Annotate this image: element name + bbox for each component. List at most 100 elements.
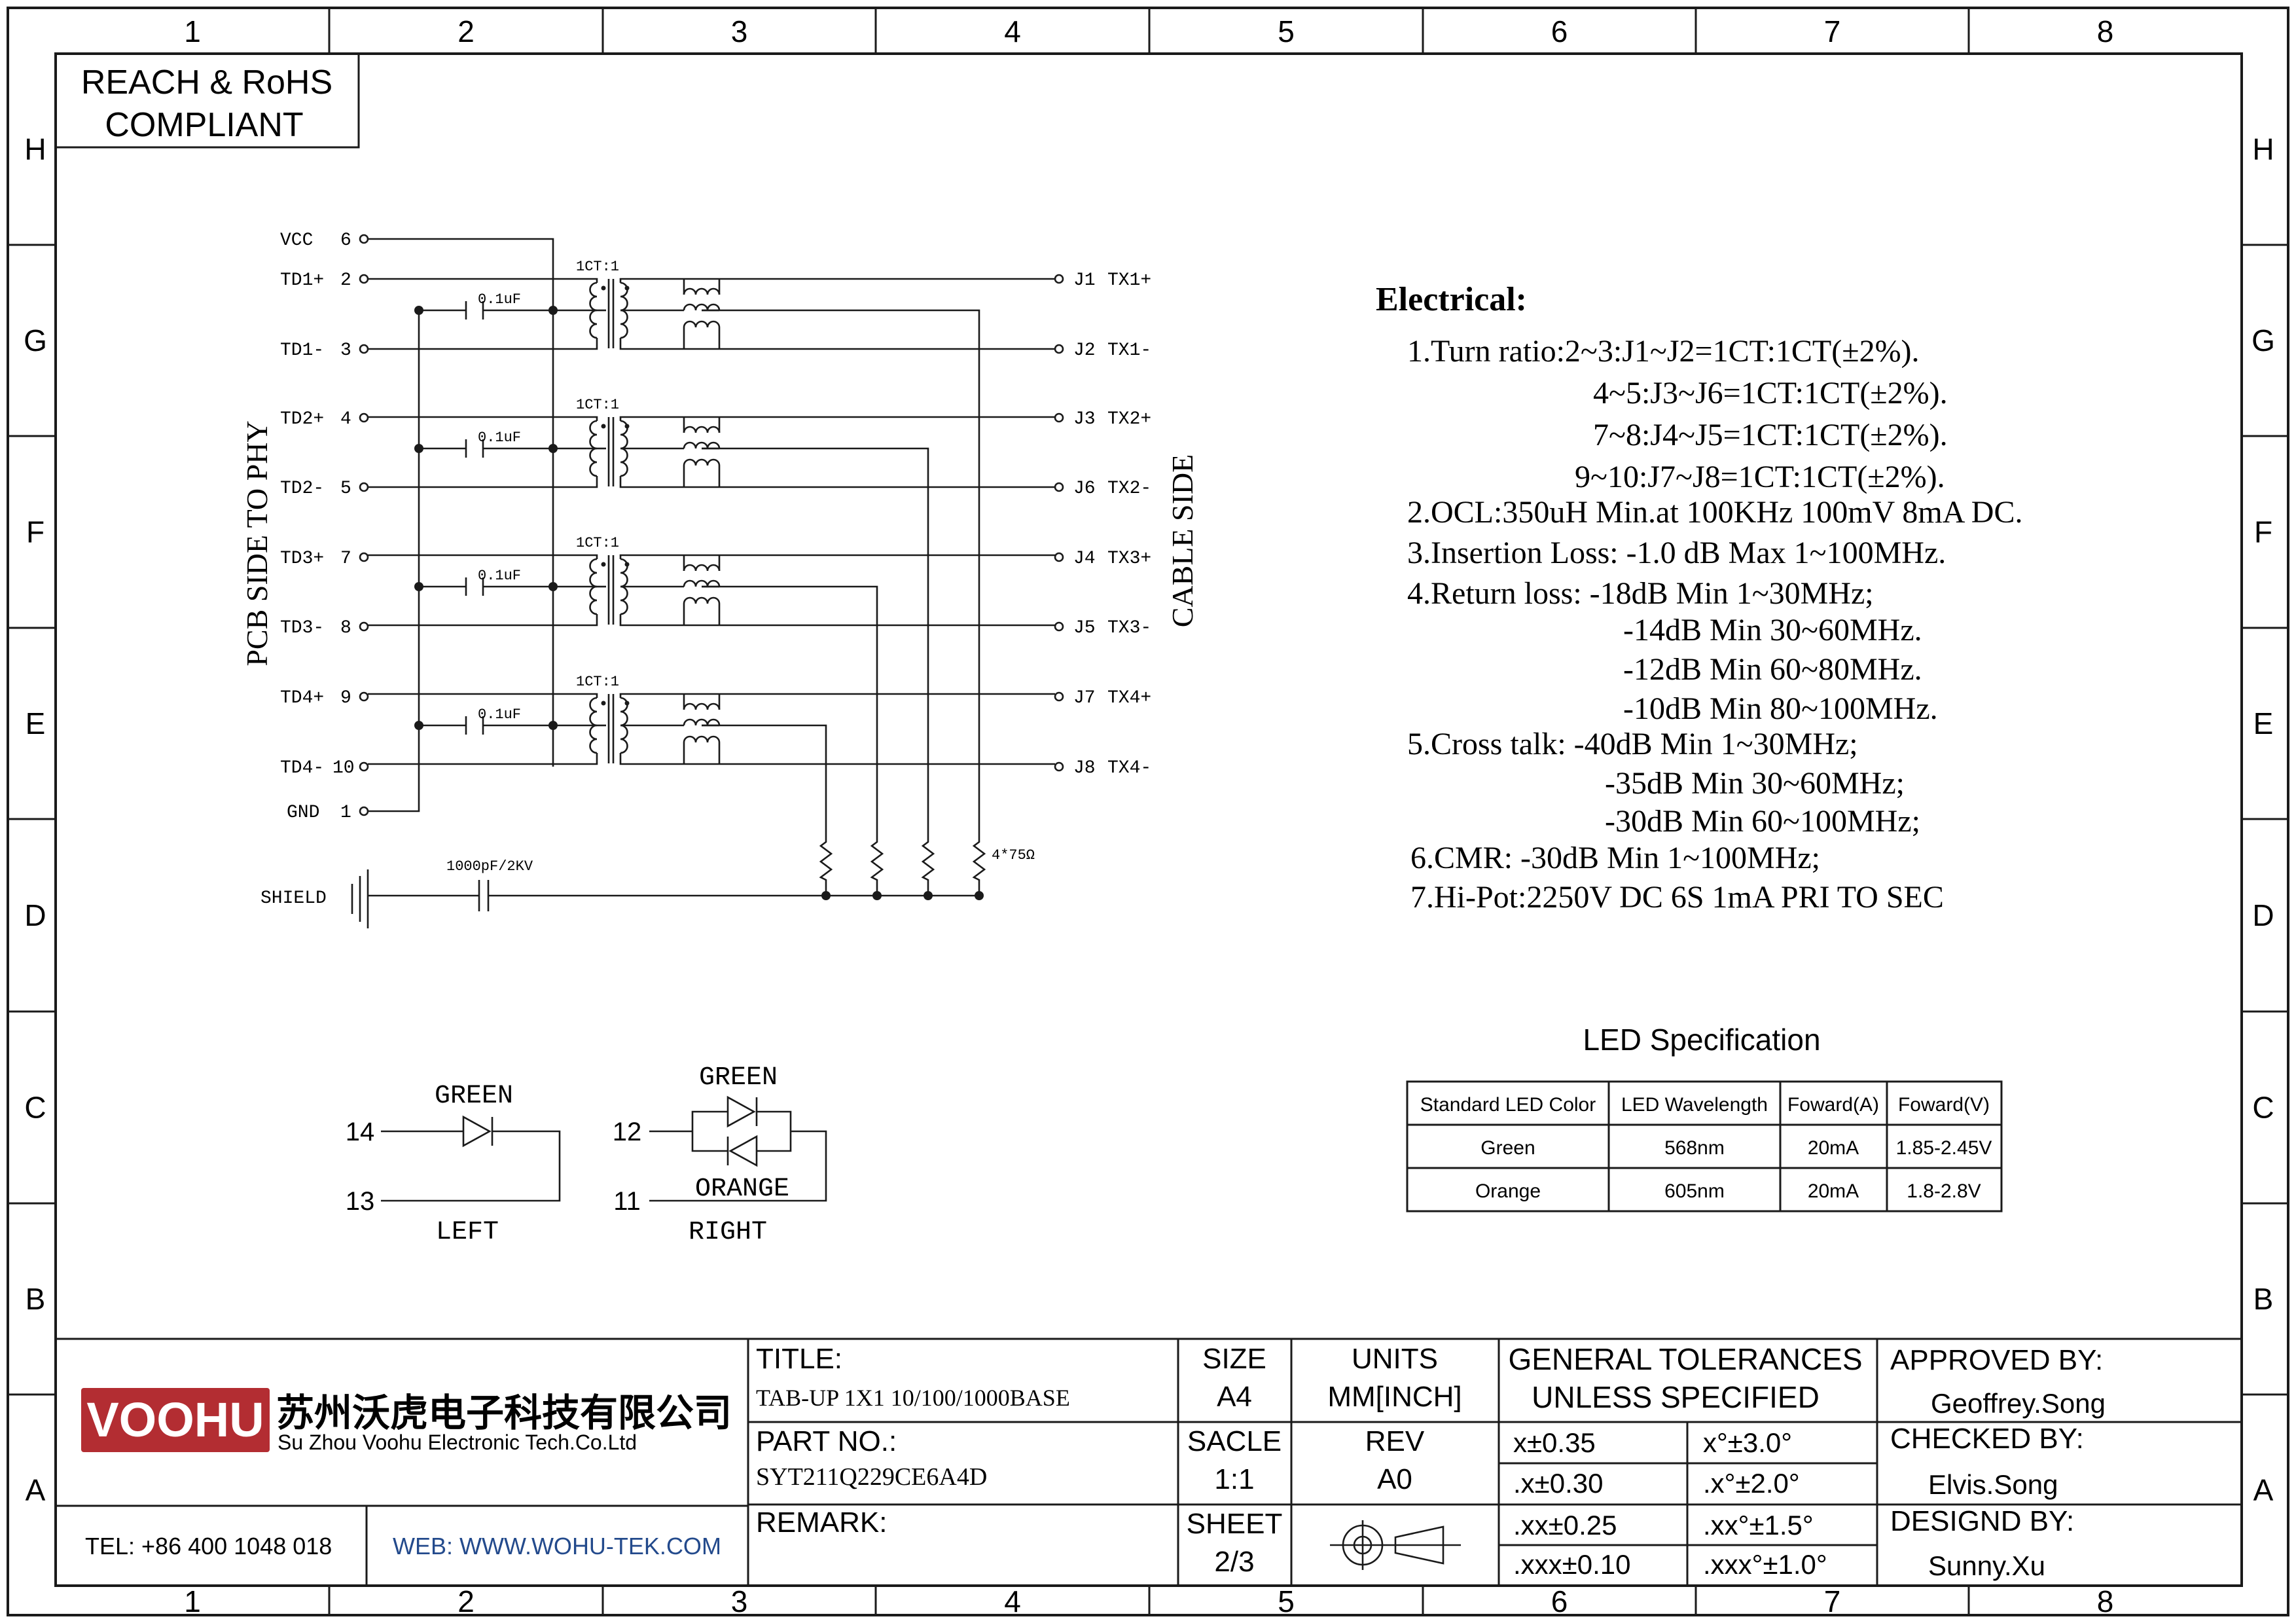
company-name-cn: 苏州沃虎电子科技有限公司 [276, 1392, 732, 1434]
pin-td1n-num: 3 [340, 340, 351, 361]
led-right-side: RIGHT [689, 1218, 767, 1247]
remark-label: REMARK: [756, 1506, 887, 1539]
tel-text: TEL: +86 400 1048 018 [85, 1533, 332, 1559]
logo-text: VOOHU [86, 1393, 264, 1447]
channel-3 [368, 554, 1055, 627]
spec-line-12: -35dB Min 30~60MHz; [1605, 766, 1905, 801]
frame-row-label-right: F [2254, 515, 2272, 549]
checked-value: Elvis.Song [1928, 1469, 2058, 1500]
compliance-line-1: REACH & RoHS [81, 64, 332, 101]
pin-j8-name: J8 [1073, 758, 1096, 778]
frame-col-label-top: 2 [457, 14, 475, 48]
pin-j1-sig: TX1+ [1107, 270, 1151, 291]
spec-line-6: 3.Insertion Loss: -1.0 dB Max 1~100MHz. [1407, 536, 1946, 570]
pin-j4-name: J4 [1073, 549, 1096, 569]
frame-col-label-top: 5 [1278, 14, 1295, 48]
frame-row-label-left: D [24, 898, 46, 932]
pin-j4-sig: TX3+ [1107, 549, 1151, 569]
frame-col-label-bottom: 6 [1551, 1584, 1568, 1618]
led-row-2-color: Orange [1475, 1180, 1541, 1202]
pin-gnd-num: 1 [340, 803, 351, 823]
electrical-title: Electrical: [1376, 281, 1527, 318]
shield-circuit: SHIELD 1000pF/2KV [260, 858, 826, 928]
frame-zone-ticks [8, 8, 2288, 1615]
company-name-en: Su Zhou Voohu Electronic Tech.Co.Ltd [278, 1431, 637, 1454]
company-logo: VOOHU [81, 1388, 270, 1452]
projection-symbol-icon [1330, 1520, 1461, 1570]
pin-td3p-num: 7 [340, 549, 351, 569]
pin-j3-sig: TX2+ [1107, 409, 1151, 429]
sheet-value: 2/3 [1214, 1546, 1254, 1578]
size-value: A4 [1217, 1381, 1252, 1413]
pin-td2n-name: TD2- [280, 479, 324, 499]
pin-j1-name: J1 [1073, 270, 1096, 291]
frame-col-label-top: 6 [1551, 14, 1568, 48]
spec-line-7: 4.Return loss: -18dB Min 1~30MHz; [1407, 576, 1874, 611]
cap-label-3: 0.1uF [478, 568, 521, 584]
title-block: VOOHU 苏州沃虎电子科技有限公司 Su Zhou Voohu Electro… [56, 1338, 2242, 1586]
frame-col-label-top: 1 [184, 14, 201, 48]
channel-2 [368, 416, 1055, 488]
frame-row-label-right: E [2253, 706, 2274, 740]
size-label: SIZE [1202, 1343, 1266, 1375]
part-value: SYT211Q229CE6A4D [756, 1463, 987, 1491]
led-col-color: Standard LED Color [1420, 1094, 1596, 1116]
pin-gnd-name: GND [287, 803, 319, 823]
web-link[interactable]: WEB: WWW.WOHU-TEK.COM [393, 1533, 721, 1559]
tol-linear-2: .x±0.30 [1513, 1468, 1603, 1499]
frame-col-label-top: 4 [1004, 14, 1021, 48]
tol-angle-1: x°±3.0° [1703, 1427, 1792, 1458]
pin-td4n-name: TD4- [280, 758, 324, 778]
units-label: UNITS [1352, 1343, 1438, 1375]
spec-line-14: 6.CMR: -30dB Min 1~100MHz; [1410, 841, 1820, 875]
pin-vcc-name: VCC [280, 230, 313, 251]
frame-col-label-top: 8 [2097, 14, 2114, 48]
spec-line-4: 9~10:J7~J8=1CT:1CT(±2%). [1575, 460, 1945, 494]
checked-label: CHECKED BY: [1890, 1423, 2084, 1455]
shield-label: SHIELD [260, 888, 327, 909]
frame-row-label-left: B [26, 1282, 46, 1316]
shield-cap-label: 1000pF/2KV [446, 858, 533, 875]
pin-j6-sig: TX2- [1107, 479, 1151, 499]
pin-td1p-num: 2 [340, 270, 351, 291]
frame-col-label-bottom: 7 [1824, 1584, 1841, 1618]
pcb-side-label: PCB SIDE TO PHY [240, 420, 274, 666]
frame-col-label-bottom: 3 [731, 1584, 748, 1618]
pin-td1p-name: TD1+ [280, 270, 324, 291]
compliance-box: REACH & RoHS COMPLIANT [54, 52, 360, 149]
led-left-color: GREEN [435, 1082, 513, 1111]
channel-1 [368, 278, 1055, 350]
spec-line-5: 2.OCL:350uH Min.at 100KHz 100mV 8mA DC. [1407, 495, 2022, 530]
sheet-label: SHEET [1187, 1508, 1283, 1540]
led-right-pin-b: 11 [613, 1187, 641, 1216]
electrical-spec: Electrical: 1.Turn ratio:2~3:J1~J2=1CT:1… [1376, 281, 2022, 915]
led-right-pin-a: 12 [613, 1118, 642, 1146]
led-left-pin-a: 14 [346, 1118, 375, 1146]
title-value: TAB-UP 1X1 10/100/1000BASE [756, 1385, 1070, 1411]
spec-line-2: 4~5:J3~J6=1CT:1CT(±2%). [1593, 376, 1948, 410]
designed-label: DESIGND BY: [1890, 1505, 2074, 1537]
pin-j2-name: J2 [1073, 340, 1096, 361]
pin-td4p-name: TD4+ [280, 688, 324, 708]
tolerance-title-2: UNLESS SPECIFIED [1532, 1380, 1820, 1414]
pin-j8-sig: TX4- [1107, 758, 1151, 778]
frame-col-label-bottom: 4 [1004, 1584, 1021, 1618]
spec-line-9: -12dB Min 60~80MHz. [1623, 652, 1922, 687]
pin-td4n-num: 10 [332, 758, 355, 778]
frame-col-label-top: 7 [1824, 14, 1841, 48]
tol-linear-4: .xxx±0.10 [1513, 1549, 1630, 1580]
pin-j5-name: J5 [1073, 618, 1096, 638]
frame-row-label-right: B [2253, 1282, 2274, 1316]
spec-line-8: -14dB Min 30~60MHz. [1623, 613, 1922, 647]
frame-row-label-left: C [24, 1091, 46, 1125]
pin-td3n-num: 8 [340, 618, 351, 638]
spec-line-1: 1.Turn ratio:2~3:J1~J2=1CT:1CT(±2%). [1407, 334, 1920, 369]
frame-row-label-right: H [2252, 132, 2274, 166]
frame-row-label-left: G [24, 323, 47, 357]
designed-value: Sunny.Xu [1928, 1550, 2045, 1581]
frame-col-label-bottom: 5 [1278, 1584, 1295, 1618]
frame-row-label-left: F [26, 515, 45, 549]
channel-4 [368, 693, 1055, 765]
